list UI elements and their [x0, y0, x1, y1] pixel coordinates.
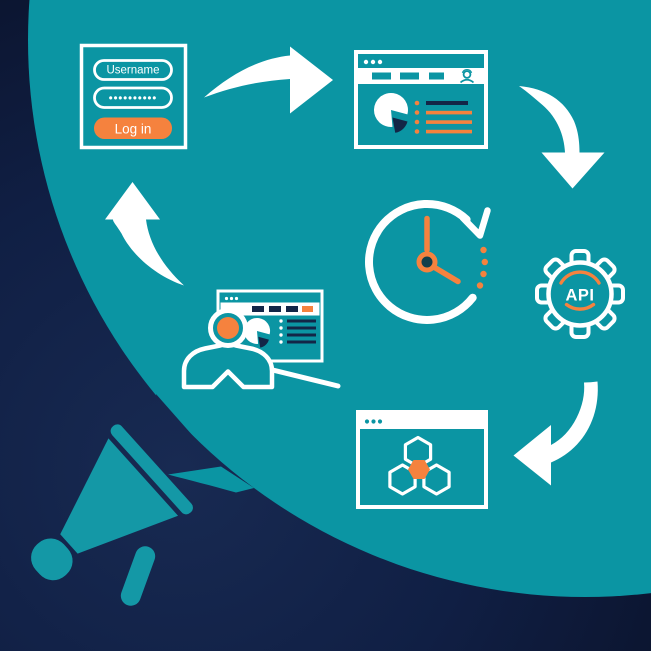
- username-field: [93, 59, 173, 81]
- username-field-text: Username: [106, 65, 159, 77]
- hexagon-window-titlebar: [360, 414, 484, 429]
- browser-window-dots: [363, 59, 383, 65]
- megaphone-mouthpiece: [31, 538, 73, 581]
- password-field: [93, 86, 173, 109]
- api-label: API: [565, 287, 594, 305]
- arrow-right-icon: [204, 46, 333, 114]
- clock-circular-arrow: [365, 199, 477, 324]
- laptop-pie-slice: [258, 336, 269, 348]
- laptop-pie-chart: [244, 317, 271, 344]
- gear-top-arc: [559, 270, 601, 285]
- laptop-menu-items: [252, 306, 313, 312]
- laptop-window-dots: [224, 296, 239, 301]
- laptop-list-lines: [287, 319, 316, 344]
- list-lines: [426, 101, 472, 134]
- megaphone-handle: [120, 546, 156, 606]
- megaphone-icon: [31, 424, 193, 606]
- password-field-dots: ••••••••••: [109, 93, 158, 105]
- pie-chart-slice: [392, 117, 408, 133]
- hexagon-module-window: [356, 410, 488, 509]
- login-button-label: Log in: [115, 122, 152, 137]
- login-button: [94, 117, 172, 139]
- refresh-clock-icon: [365, 199, 491, 324]
- megaphone-cone: [60, 438, 179, 554]
- list-bullets: [414, 100, 420, 134]
- clock-center: [416, 251, 438, 273]
- hexagon-window-dots: [364, 419, 383, 424]
- user-avatar-icon: [459, 69, 475, 84]
- arrow-down-icon: [519, 86, 605, 189]
- arrow-left-icon: [513, 381, 598, 486]
- person-at-laptop-icon: [181, 289, 341, 390]
- clock-arrowhead: [459, 207, 491, 239]
- person-face: [217, 317, 239, 339]
- speech-bubble-notch: [156, 394, 219, 475]
- login-form-frame: [79, 43, 188, 150]
- megaphone-bell-lip: [110, 424, 193, 515]
- arrow-up-icon: [105, 182, 184, 286]
- clock-hands: [424, 215, 461, 285]
- browser-menu-items: [372, 72, 444, 80]
- clock-dotted-arc: [476, 246, 488, 289]
- laptop-list-bullets: [279, 319, 283, 344]
- gear-bottom-arc: [564, 302, 596, 311]
- browser-menu-bar: [358, 68, 484, 84]
- pie-chart: [373, 92, 408, 127]
- dashboard-browser-window: [354, 50, 488, 149]
- hexagon-orange: [408, 460, 430, 479]
- speech-bubble-tail: [168, 466, 254, 493]
- api-gear-icon: API: [535, 249, 625, 339]
- login-form-window: Username •••••••••• Log in: [79, 43, 188, 150]
